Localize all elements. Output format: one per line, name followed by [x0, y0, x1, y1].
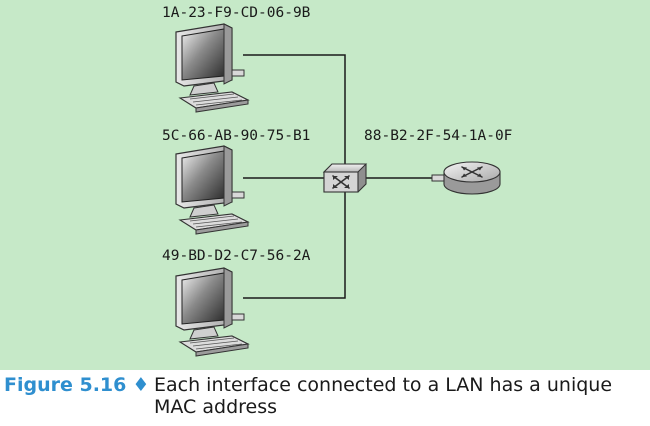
lan-wires: [243, 54, 436, 299]
router: 88-B2-2F-54-1A-0F: [364, 128, 512, 195]
figure-caption: Figure 5.16 ♦ Each interface connected t…: [4, 374, 650, 418]
host-3-mac-label: 49-BD-D2-C7-56-2A: [162, 248, 311, 264]
router-mac-label: 88-B2-2F-54-1A-0F: [364, 128, 512, 144]
lan-diagram: 1A-23-F9-CD-06-9B 5C-66-AB-90-75-B1 49-B…: [0, 0, 650, 370]
host-1-mac-label: 1A-23-F9-CD-06-9B: [162, 5, 311, 21]
caption-text: Each interface connected to a LAN has a …: [154, 374, 613, 418]
wire-host-1: [243, 54, 346, 168]
host-3: 49-BD-D2-C7-56-2A: [162, 248, 311, 357]
host-2: 5C-66-AB-90-75-B1: [162, 128, 310, 235]
router-icon: [431, 161, 501, 195]
host-1: 1A-23-F9-CD-06-9B: [162, 5, 311, 113]
caption-separator: ♦: [132, 374, 150, 396]
switch-icon: [322, 163, 368, 193]
wire-host-3: [243, 190, 346, 299]
figure-number: Figure 5.16: [4, 374, 127, 396]
host-2-mac-label: 5C-66-AB-90-75-B1: [162, 128, 310, 144]
